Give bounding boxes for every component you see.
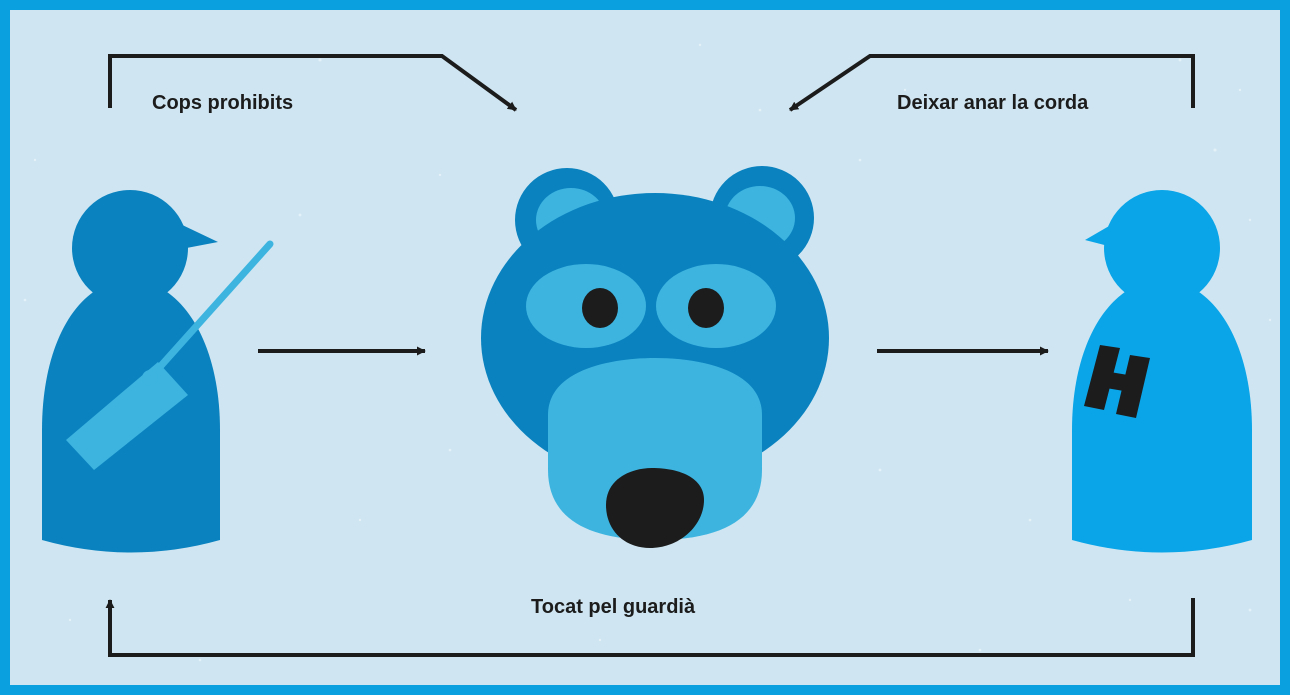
- guard-icon: [1072, 190, 1252, 553]
- background-texture: [23, 43, 1272, 662]
- arrow-bottom-return: [105, 598, 1195, 657]
- arrow-top-right: [788, 54, 1195, 112]
- label-forbidden-hits: Cops prohibits: [152, 92, 294, 114]
- binoculars-icon: [1084, 345, 1150, 418]
- hunter-icon: [42, 190, 274, 553]
- rifle-icon: [66, 240, 274, 470]
- label-touched-by-guard: Tocat pel guardià: [531, 596, 696, 618]
- label-release-rope: Deixar anar la corda: [897, 92, 1089, 114]
- bear-face-icon: [481, 166, 829, 548]
- arrow-top-left: [108, 54, 518, 112]
